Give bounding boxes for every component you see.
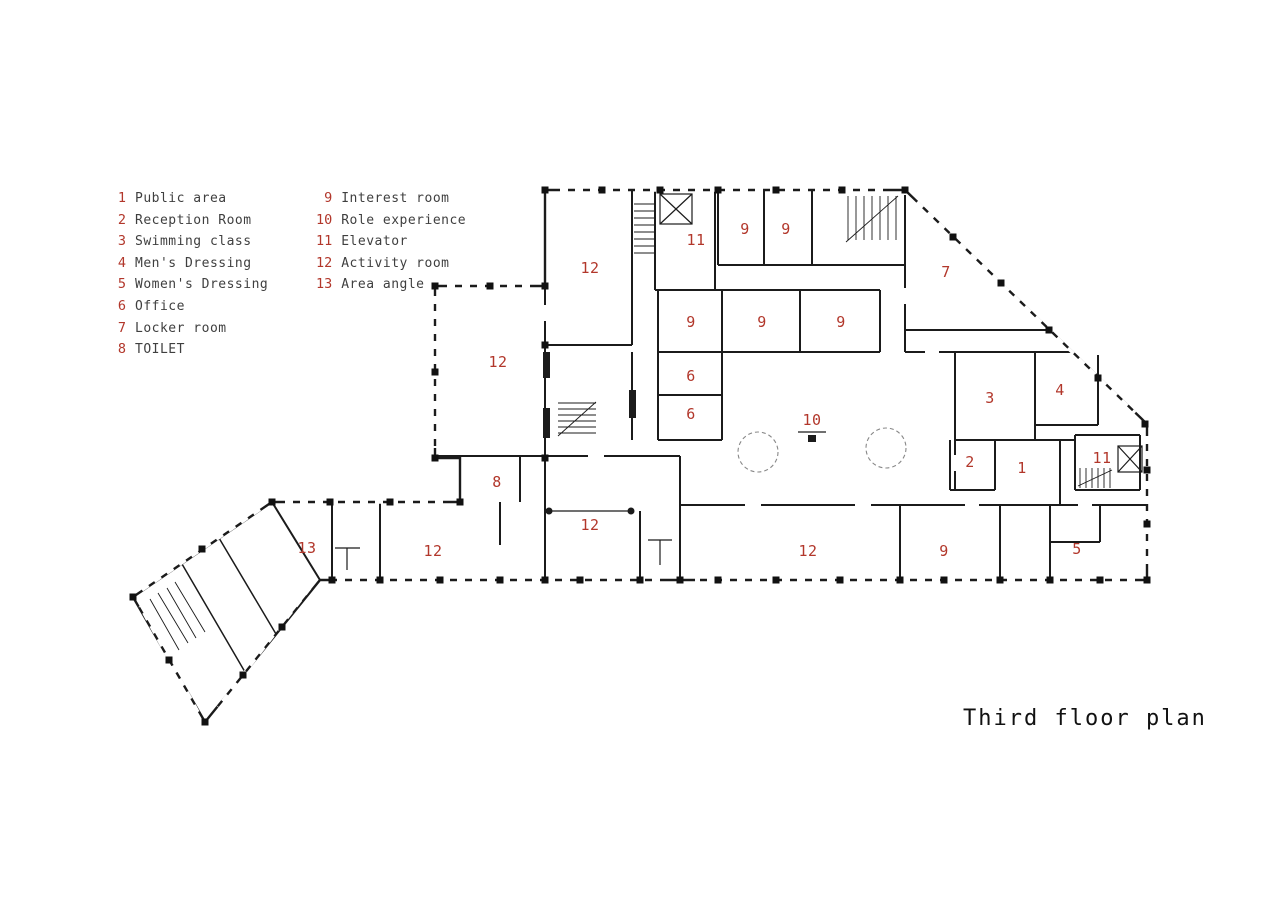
legend-item-number: 3 xyxy=(117,233,126,250)
legend-item-label: Locker room xyxy=(135,320,227,336)
legend-item: 1 Public area xyxy=(104,188,268,210)
legend-item: 2 Reception Room xyxy=(104,210,268,232)
legend-item: 3 Swimming class xyxy=(104,231,268,253)
legend-item: 12 Activity room xyxy=(310,253,466,275)
legend-item-number: 13 xyxy=(315,276,333,293)
plan-title: Third floor plan xyxy=(963,706,1207,731)
legend-item-label: Area angle xyxy=(341,277,425,293)
legend-column-2: 9 Interest room 10 Role experience 11 Elevato… xyxy=(310,188,466,361)
legend-item-label: Role experience xyxy=(341,212,467,228)
legend-item-number: 7 xyxy=(117,319,126,336)
legend-item: 13 Area angle xyxy=(310,274,466,296)
legend-item-number: 10 xyxy=(315,211,333,228)
legend-item-label: TOILET xyxy=(135,342,185,358)
legend-item-label: Swimming class xyxy=(135,234,252,250)
legend-item-number: 1 xyxy=(117,190,126,206)
legend-item-label: Interest room xyxy=(341,191,450,206)
legend-column-1: 1 Public area 2 Reception Room 3 Swimming cla… xyxy=(104,188,268,361)
legend-item: 5 Women's Dressing xyxy=(104,274,268,296)
legend-item: 9 Interest room xyxy=(310,188,466,210)
legend: 1 Public area 2 Reception Room 3 Swimming cla… xyxy=(104,188,466,361)
legend-item-label: Men's Dressing xyxy=(135,255,252,271)
legend-item-number: 12 xyxy=(315,254,333,271)
legend-item: 8 TOILET xyxy=(104,339,268,361)
legend-item-number: 9 xyxy=(324,190,333,206)
legend-item-label: Activity room xyxy=(341,255,450,271)
legend-item-label: Women's Dressing xyxy=(135,277,269,293)
legend-item-label: Elevator xyxy=(341,234,408,250)
legend-item-label: Reception Room xyxy=(135,212,252,228)
legend-item: 4 Men's Dressing xyxy=(104,253,268,275)
legend-item-number: 11 xyxy=(315,233,333,250)
legend-item-number: 2 xyxy=(117,211,126,228)
legend-item: 11 Elevator xyxy=(310,231,466,253)
legend-item: 6 Office xyxy=(104,296,268,318)
legend-item: 10 Role experience xyxy=(310,210,466,232)
legend-item-number: 6 xyxy=(117,297,126,314)
legend-item-number: 8 xyxy=(117,341,126,358)
legend-item-label: Public area xyxy=(135,191,227,206)
legend-item-number: 5 xyxy=(117,276,126,293)
legend-item-number: 4 xyxy=(117,254,126,271)
legend-item: 7 Locker room xyxy=(104,318,268,340)
legend-item-label: Office xyxy=(135,298,185,314)
